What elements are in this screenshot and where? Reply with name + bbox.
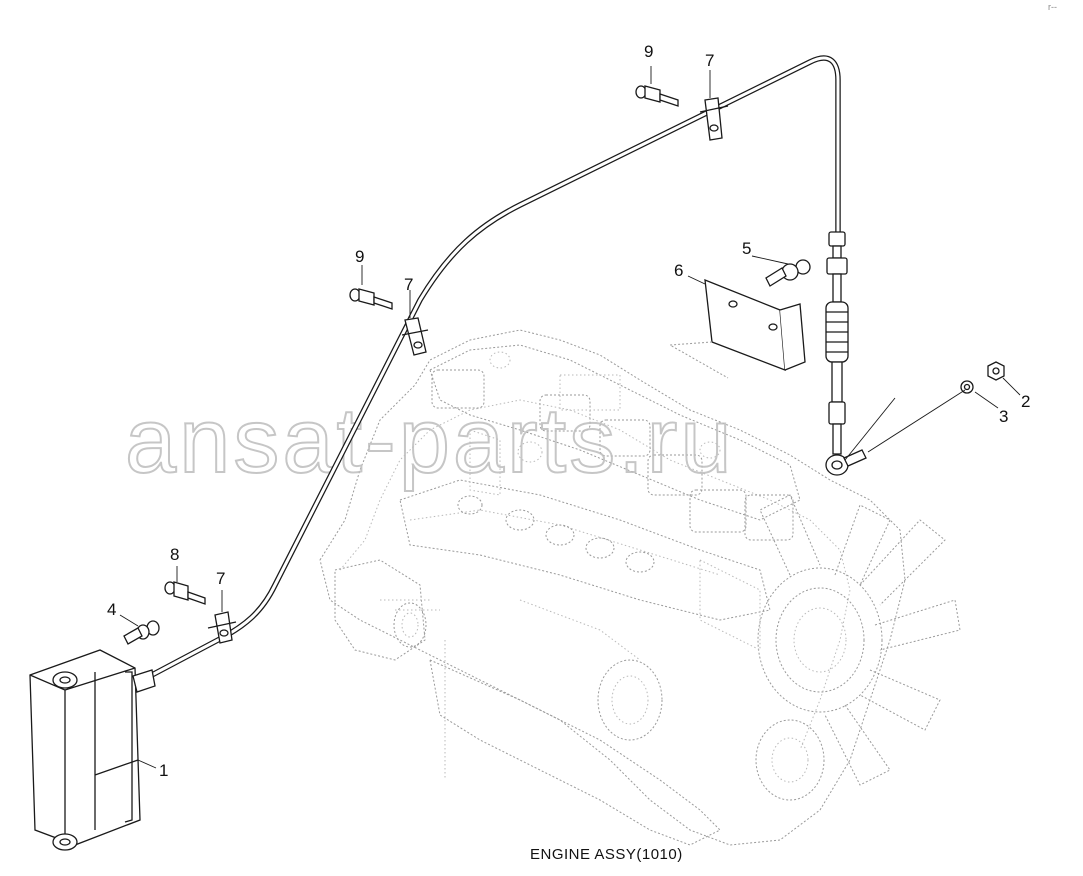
callout-3: 3 <box>999 407 1008 426</box>
part-2-nut <box>987 361 1005 381</box>
callout-7-lower: 7 <box>216 569 225 588</box>
watermark-text: ansat-parts.ru <box>125 390 735 492</box>
callout-2: 2 <box>1021 392 1030 411</box>
callout-1: 1 <box>159 761 168 780</box>
part-5-bolt <box>765 259 811 287</box>
corner-mark: r-- <box>1048 2 1057 12</box>
part-7-clamp-top <box>699 97 729 141</box>
part-4-bolt <box>123 620 160 645</box>
callout-8: 8 <box>170 545 179 564</box>
part-7-clamp-middle <box>401 317 429 356</box>
callout-4: 4 <box>107 600 116 619</box>
diagram-caption: ENGINE ASSY(1010) <box>530 846 683 863</box>
engine-ghost-outline <box>319 329 961 846</box>
part-6-bracket <box>668 278 806 379</box>
callout-5: 5 <box>742 239 751 258</box>
part-9-bolt-middle <box>349 288 393 310</box>
part-8-bolt <box>164 581 206 605</box>
callout-6: 6 <box>674 261 683 280</box>
part-1-control-box <box>29 649 156 851</box>
callout-9-middle: 9 <box>355 247 364 266</box>
part-9-bolt-top <box>635 85 679 107</box>
part-7-clamp-lower <box>207 611 237 644</box>
cable-boot <box>825 301 849 363</box>
callout-9-top: 9 <box>644 42 653 61</box>
callout-7-middle: 7 <box>404 275 413 294</box>
callout-7-top: 7 <box>705 51 714 70</box>
leader-lines <box>119 66 1021 769</box>
part-3-washer <box>960 380 974 394</box>
throttle-cable <box>147 55 867 679</box>
